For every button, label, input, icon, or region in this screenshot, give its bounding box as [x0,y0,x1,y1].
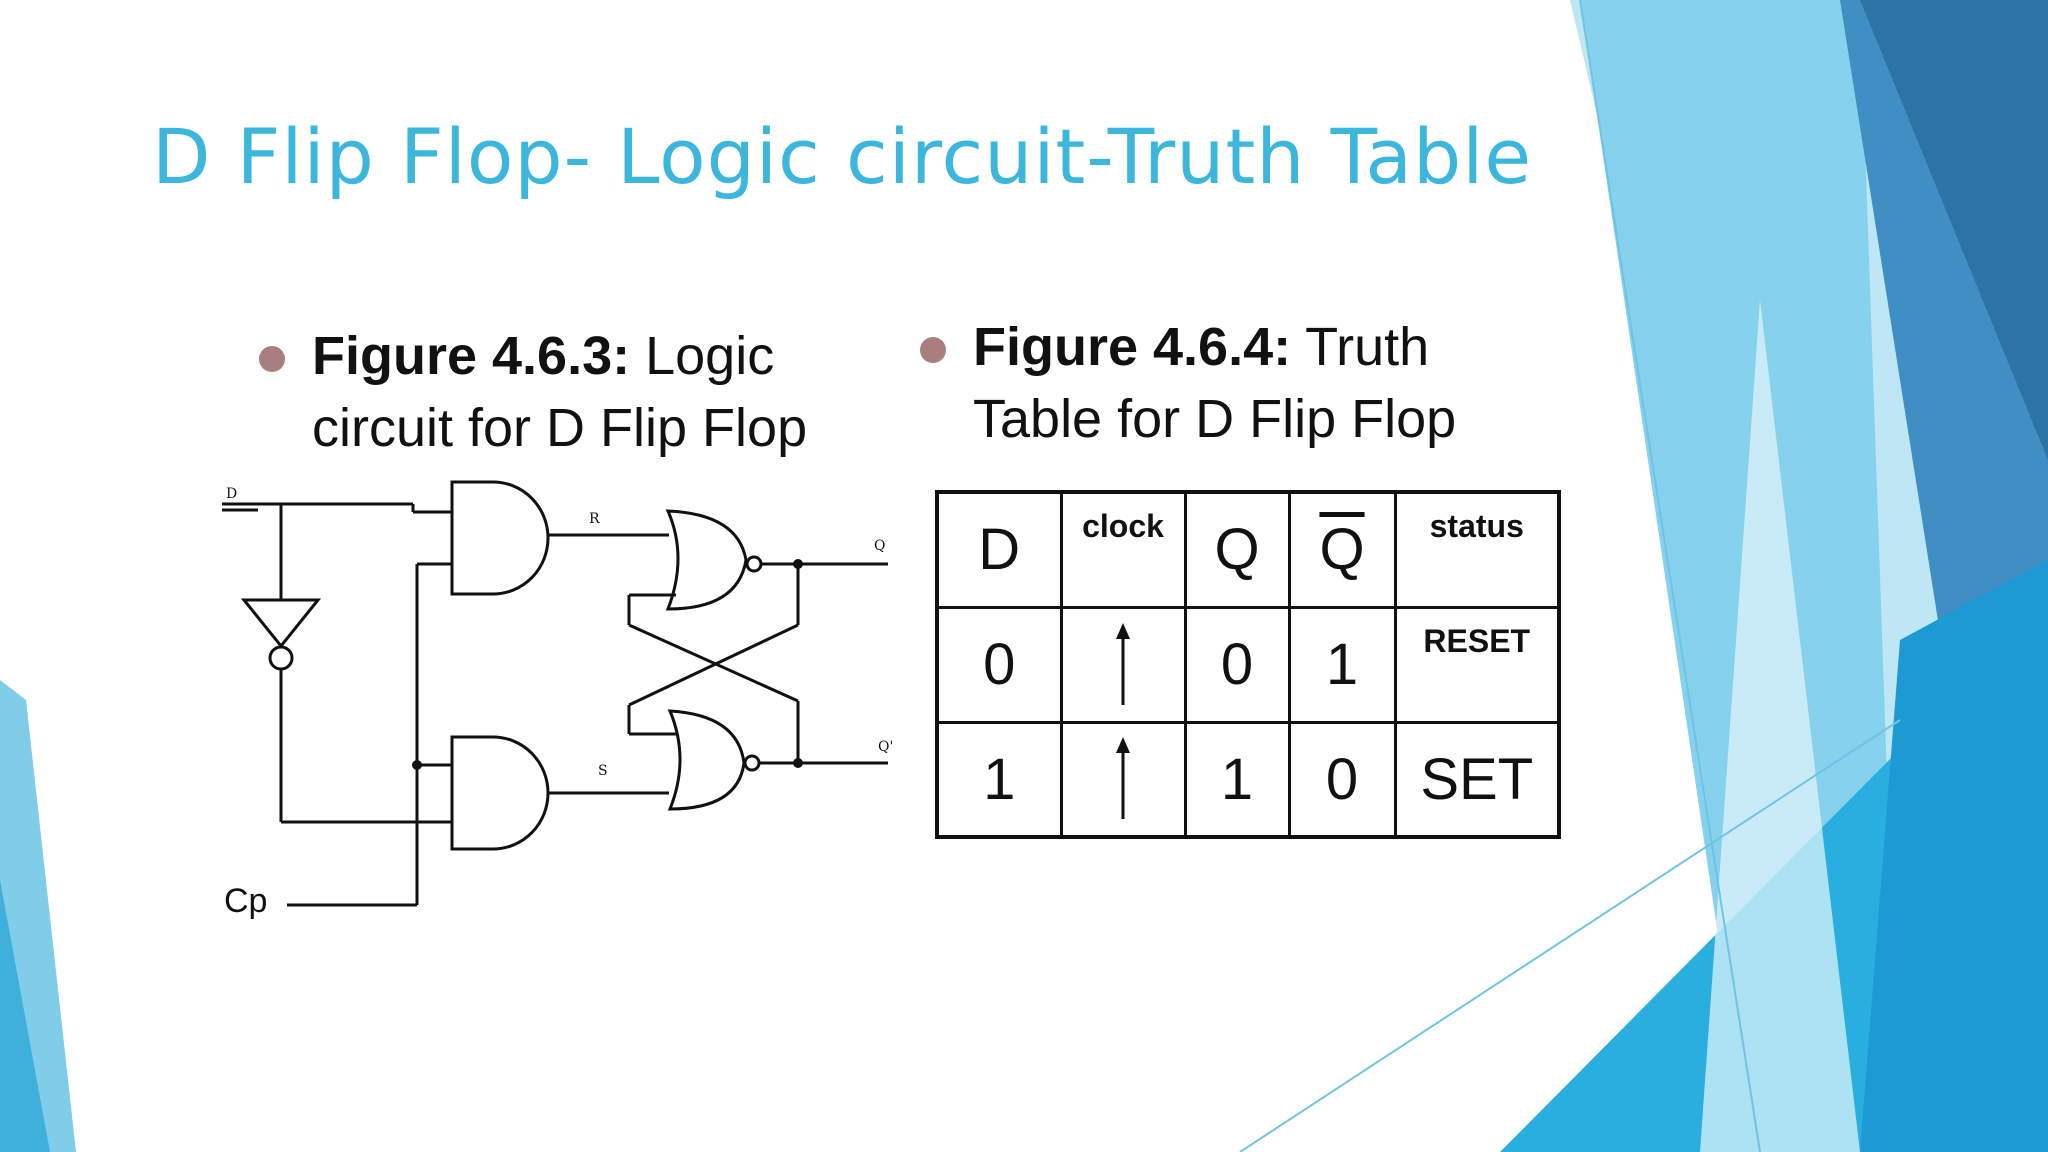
table-row: 1 1 0 SET [935,720,1561,839]
caption-right-figure-number: Figure 4.6.4: [973,317,1292,377]
header-q-bar: Q [1319,517,1365,583]
caption-left-text-line1: Logic [630,326,775,386]
cell-q-bar: 0 [1287,720,1397,839]
cell-clock [1059,605,1187,724]
caption-left-text-line2: circuit for D Flip Flop [312,398,808,458]
and-gate-bottom [450,735,550,851]
label-d: D [226,486,237,502]
header-q: Q [1183,490,1291,609]
table-row: 0 0 1 RESET [935,605,1561,724]
table-header-row: D clock Q Q status [935,490,1561,609]
truth-table: D clock Q Q status 0 0 1 RESET 1 1 0 SET [935,490,1561,839]
rising-edge-arrow-icon [1116,622,1130,705]
cell-clock [1059,720,1187,839]
caption-left: Figure 4.6.3: Logic circuit for D Flip F… [312,320,807,464]
label-r: R [589,511,600,527]
header-status: status [1393,490,1561,609]
cell-q: 0 [1183,605,1291,724]
bullet-right [920,337,946,363]
label-q: Q [874,538,885,554]
not-gate [240,598,322,649]
cell-q: 1 [1183,720,1291,839]
not-gate-bubble [268,645,294,671]
nor-gate-top [665,509,748,611]
header-clock: clock [1059,490,1187,609]
label-cp: Cp [224,882,267,920]
bullet-left [259,346,285,372]
caption-left-figure-number: Figure 4.6.3: [312,326,631,386]
and-gate-top [450,480,550,596]
d-flip-flop-logic-circuit: D R S Q Q' Cp [222,480,893,920]
cell-status: RESET [1393,605,1561,724]
label-q-prime: Q' [878,739,893,755]
label-s: S [598,763,608,779]
caption-right-text-line1: Truth [1291,317,1430,377]
cell-status: SET [1393,720,1561,839]
slide-title: D Flip Flop- Logic circuit-Truth Table [152,112,1533,201]
header-d: D [935,490,1063,609]
cell-d: 1 [935,720,1063,839]
caption-right: Figure 4.6.4: Truth Table for D Flip Flo… [973,311,1456,455]
cell-q-bar: 1 [1287,605,1397,724]
cell-d: 0 [935,605,1063,724]
nor-gate-bottom [667,709,746,811]
caption-right-text-line2: Table for D Flip Flop [973,389,1457,449]
rising-edge-arrow-icon [1116,737,1130,820]
